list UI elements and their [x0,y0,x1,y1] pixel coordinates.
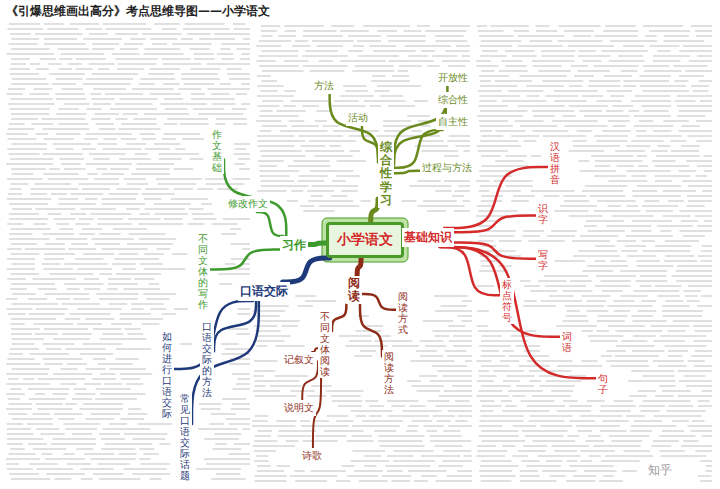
sub-branch: 方法 [312,78,336,94]
branch-text: 阅读 [348,277,360,303]
watermark: 知乎 [648,462,672,479]
branch-text: 不同文体阅读 [320,311,330,377]
branch-text: 作文基础 [212,129,222,173]
branch-text: 说明文 [284,401,314,415]
branch-line [224,160,286,236]
branch-text: 开放性 [438,71,468,85]
branch-text: 修改作文 [228,197,268,211]
branch-line [257,212,284,236]
branch-line [308,243,326,244]
branch-line [394,171,420,174]
sub-branch: 说明文 [282,400,316,416]
sub-branch: 句子 [596,372,610,396]
branch-text: 汉语拼音 [550,141,560,185]
branch-text: 识字 [538,203,548,225]
sub-branch: 作文基础 [210,128,224,174]
sub-branch: 汉语拼音 [548,140,562,186]
sub-branch: 写字 [536,248,550,272]
branch-line [439,247,596,378]
sub-branch: 自主性 [436,114,470,130]
sub-branch: 修改作文 [226,196,270,212]
branch-line [360,304,382,356]
branch-line [371,199,378,222]
main-branch: 口语交际 [238,282,290,301]
sub-branch: 如何进行口语交际 [160,330,174,420]
branch-line [192,301,259,424]
sub-branch: 记叙文 [282,352,316,368]
map-title: 《引爆思维画出高分》考点思维导图——小学语文 [4,3,272,20]
branch-line [332,304,346,331]
branch-line [357,258,361,276]
sub-branch: 常见口语交际话题 [178,392,192,482]
main-branch: 阅读 [346,276,362,304]
branch-line [210,250,280,270]
sub-branch: 词语 [560,330,574,354]
branch-text: 口语交际的方法 [202,321,212,398]
sub-branch: 口语交际的方法 [200,320,214,399]
branch-text: 不同文体的写作 [198,233,208,310]
branch-text: 诗歌 [302,449,322,463]
branch-text: 标点符号 [502,279,512,323]
branch-text: 阅读方法 [384,351,394,395]
sub-branch: 诗歌 [300,448,324,464]
branch-line [330,94,378,163]
branch-text: 常见口语交际话题 [180,393,190,481]
branch-text: 综合性学习 [380,141,392,207]
sub-branch: 综合性 [436,92,470,108]
sub-branch: 标点符号 [500,278,514,324]
branch-text: 自主性 [438,115,468,129]
sub-branch: 不同文体阅读 [318,310,332,378]
small-print-texture [6,24,712,481]
sub-branch: 阅读方式 [396,290,410,336]
branch-text: 过程与方法 [422,161,472,175]
center-picture [322,218,408,262]
branch-line [444,167,548,228]
branch-text: 如何进行口语交际 [162,331,172,419]
branch-text: 句子 [598,373,608,395]
branch-text: 写字 [538,249,548,271]
sub-branch: 过程与方法 [420,160,474,176]
branch-text: 记叙文 [284,353,314,367]
sub-branch: 不同文体的写作 [196,232,210,311]
branch-text: 基础知识 [404,229,452,246]
branch-line [454,215,536,232]
branch-line [362,294,396,310]
branch-line [214,301,256,351]
sub-branch: 开放性 [436,70,470,86]
branch-text: 综合性 [438,93,468,107]
branch-text: 小学语文 [337,231,393,249]
central-topic: 小学语文 [326,222,404,258]
main-branch: 基础知识 [402,228,454,247]
branch-text: 习作 [282,237,306,254]
branch-text: 方法 [314,79,334,93]
branch-line [283,258,330,282]
main-branch: 习作 [280,236,308,255]
branch-text: 活动 [348,111,368,125]
branch-text: 口语交际 [240,283,288,300]
sub-branch: 活动 [346,110,370,126]
sub-branch: 阅读方法 [382,350,396,396]
sub-branch: 识字 [536,202,550,226]
branch-text: 阅读方式 [398,291,408,335]
branch-line [441,247,560,337]
branch-text: 词语 [562,331,572,353]
main-branch: 综合性学习 [378,140,394,208]
